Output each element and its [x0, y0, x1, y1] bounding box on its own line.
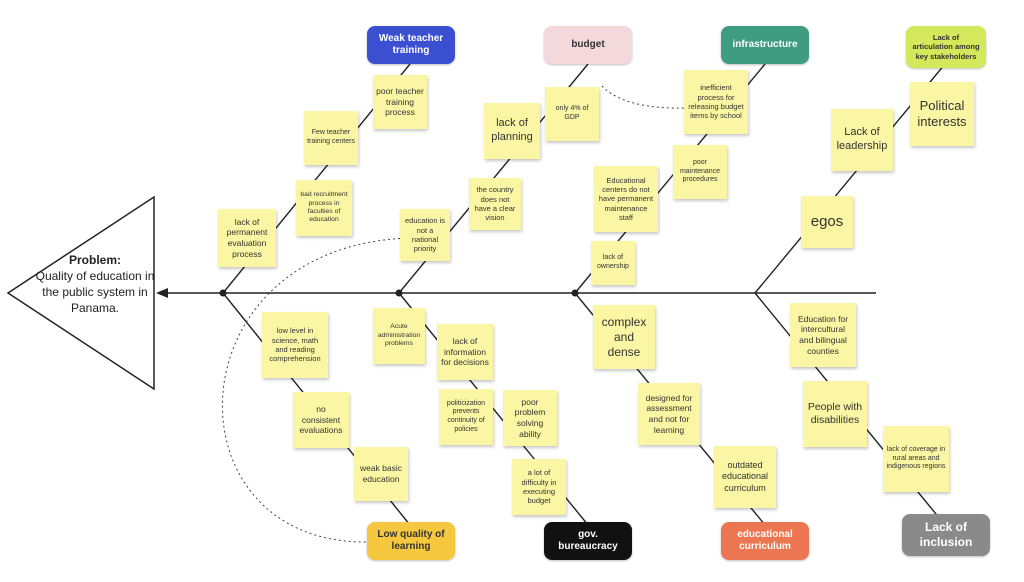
category-lack-of-articulation: Lack of articulation among key stakehold…	[906, 26, 986, 68]
note-lack-of-leadership: Lack of leadership	[831, 109, 893, 171]
problem-text: Quality of education in the public syste…	[35, 269, 155, 315]
note-intercultural-education: Education for intercultural and bilingua…	[790, 303, 856, 367]
category-lack-of-inclusion: Lack of inclusion	[902, 514, 990, 556]
dotted-connector-budget-infrastructure	[601, 85, 691, 109]
note-no-consistent-evaluations: no consistent evaluations	[293, 392, 349, 448]
note-people-with-disabilities: People with disabilities	[803, 381, 867, 447]
category-low-quality-of-learning: Low quality of learning	[367, 522, 455, 560]
note-poor-maintenance: poor maintenance procedures	[673, 145, 727, 199]
note-outdated-curriculum: outdated educational curriculum	[714, 446, 776, 508]
note-acute-administration: Acute administration problems	[373, 308, 425, 364]
category-gov-bureaucracy: gov. bureaucracy	[544, 522, 632, 560]
note-lack-of-coverage-rural: lack of coverage in rural areas and indi…	[883, 426, 949, 492]
note-inefficient-budget-release: inefficient process for releasing budget…	[684, 70, 748, 134]
note-few-teacher-training-centers: Few teacher training centers	[304, 111, 358, 165]
note-complex-and-dense: complex and dense	[593, 305, 655, 369]
note-lack-of-ownership: lack of ownership	[591, 241, 635, 285]
note-no-clear-vision: the country does not have a clear vision	[469, 178, 521, 230]
problem-head-outline	[6, 195, 155, 391]
note-bad-recruitment-process: bad recruitment process in faculties of …	[296, 180, 352, 236]
note-poor-teacher-training-process: poor teacher training process	[373, 75, 427, 129]
category-weak-teacher-training: Weak teacher training	[367, 26, 455, 64]
problem-statement: Problem: Quality of education in the pub…	[30, 252, 160, 316]
category-educational-curriculum: educational curriculum	[721, 522, 809, 560]
note-lack-of-permanent-evaluation: lack of permanent evaluation process	[218, 209, 276, 267]
category-budget: budget	[544, 26, 632, 64]
note-weak-basic-education: weak basic education	[354, 447, 408, 501]
note-designed-for-assessment: designed for assessment and not for lear…	[638, 383, 700, 445]
problem-title: Problem:	[68, 253, 121, 267]
note-no-permanent-maintenance-staff: Educational centers do not have permanen…	[594, 166, 658, 232]
note-lack-of-information: lack of information for decisions	[437, 324, 493, 380]
note-only-4-percent-gdp: only 4% of GDP	[545, 87, 599, 141]
note-politicization: politicization prevents continuity of po…	[439, 389, 493, 445]
dotted-connector-priority-learning	[221, 237, 411, 543]
note-difficulty-executing-budget: a lot of difficulty in executing budget	[512, 459, 566, 515]
note-low-level-science-math: low level in science, math and reading c…	[262, 312, 328, 378]
note-egos: egos	[801, 196, 853, 248]
spine-arrowhead	[156, 288, 168, 298]
note-lack-of-planning: lack of planning	[484, 103, 540, 159]
category-infrastructure: infrastructure	[721, 26, 809, 64]
note-not-national-priority: education is not a national priority	[400, 209, 450, 261]
note-political-interests: Political interests	[910, 82, 974, 146]
note-poor-problem-solving: poor problem solving ability	[503, 390, 557, 446]
